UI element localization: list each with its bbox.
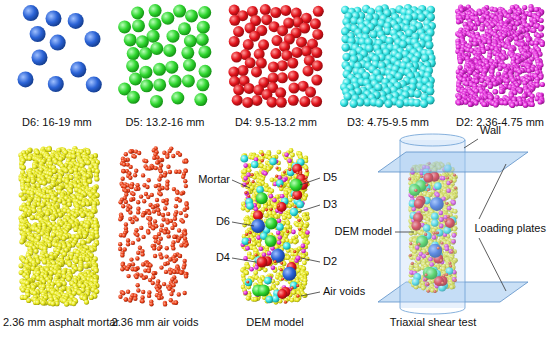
figure-stage: D6: 16-19 mmD5: 13.2-16 mmD4: 9.5-13.2 m… [0,0,550,340]
